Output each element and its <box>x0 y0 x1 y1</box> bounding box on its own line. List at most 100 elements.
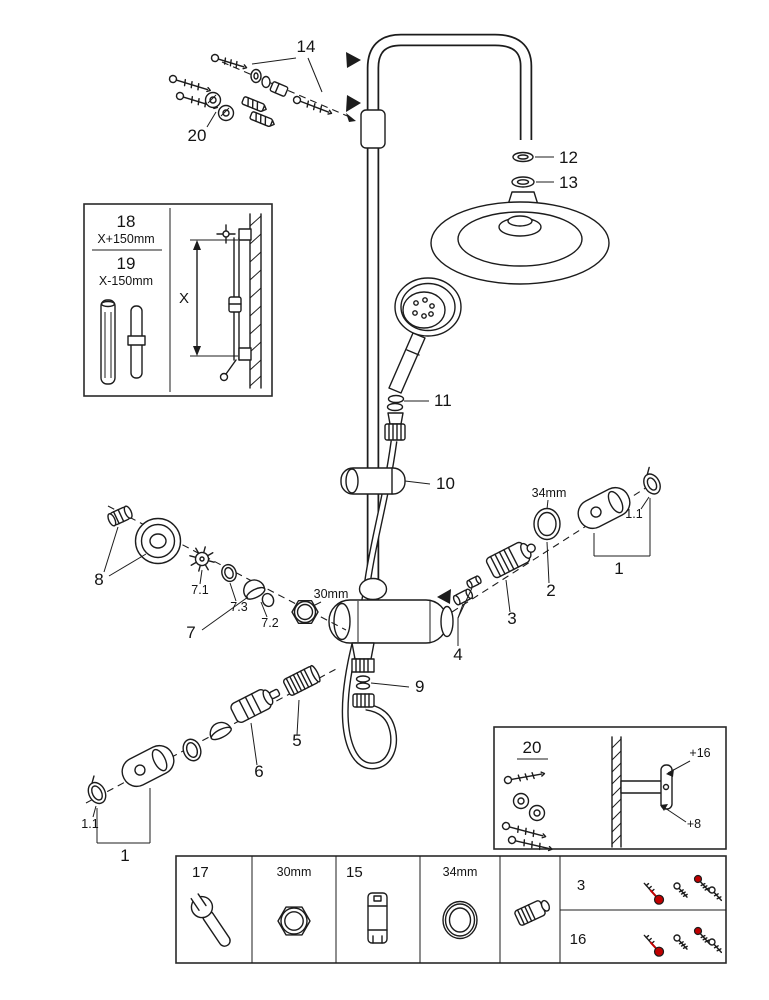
pipe-tee-collar <box>360 109 386 149</box>
thermometer-icon <box>643 934 665 957</box>
nut-30mm <box>291 600 319 624</box>
part-3-label: 3 <box>507 609 516 628</box>
part-12-ring: 12 <box>512 148 578 167</box>
part-6-label: 6 <box>254 762 263 781</box>
screw-icon <box>507 835 553 852</box>
valve-top-connector <box>358 577 388 601</box>
part-2-label: 2 <box>546 581 555 600</box>
part-5-bushing <box>282 664 321 696</box>
screw-icon <box>673 882 688 898</box>
sleeve-icon <box>269 81 289 97</box>
part-7-3-label: 7.3 <box>230 600 247 614</box>
right-train: 4 3 34mm 2 <box>437 466 661 664</box>
part-14-group: 14 <box>210 37 356 122</box>
screw-icon <box>168 74 211 93</box>
variant-tube-19 <box>127 305 146 379</box>
part-8-fitting <box>107 505 133 527</box>
washer-icon <box>512 792 530 810</box>
part-11-label: 11 <box>434 391 452 410</box>
wall-plug-icon <box>249 111 275 128</box>
wall-plug-icon <box>241 96 267 113</box>
washer-icon <box>528 804 546 822</box>
part-14-label: 14 <box>297 37 316 56</box>
lower-left-train: 1.1 1 6 <box>81 664 339 865</box>
part-1-body <box>577 486 631 530</box>
part-10-slider: 10 <box>340 467 455 495</box>
size-34-label: 34mm <box>532 486 567 500</box>
part-7-1-label: 7.1 <box>191 583 208 597</box>
part-7-1-star <box>189 546 215 572</box>
thermometer-icon <box>643 882 665 905</box>
part-13-ring: 13 <box>511 173 578 192</box>
offset-8-label: +8 <box>687 817 701 831</box>
tool-17-label: 17 <box>192 864 209 881</box>
part-13-label: 13 <box>559 173 578 192</box>
riser-arm-pipe <box>366 33 533 600</box>
assembly-arrow-valve-icon <box>437 589 451 604</box>
size-30-table-label: 30mm <box>277 865 312 879</box>
part-2-ring <box>533 507 561 541</box>
variant-tube-18 <box>100 299 116 385</box>
oring-icon <box>261 75 271 89</box>
shower-hose <box>341 440 398 770</box>
hand-shower <box>388 277 462 394</box>
part-19-label: 19 <box>117 254 136 273</box>
part-7-label: 7 <box>186 623 195 642</box>
size-34-table-label: 34mm <box>443 865 478 879</box>
part-18-label: 18 <box>117 212 136 231</box>
assembly-arrow-top-icon <box>346 52 361 68</box>
mounting-tool-icon <box>367 892 388 944</box>
seal-ring <box>182 738 202 762</box>
x-dimension-arrow: X <box>179 239 238 357</box>
screw-icon <box>693 874 711 893</box>
part-20-top-group: 20 <box>168 74 275 145</box>
dim-18-label: X+150mm <box>97 232 154 246</box>
part-1-1-cap <box>643 466 661 495</box>
row-16-label: 16 <box>570 931 587 948</box>
part-6-cartridge <box>230 688 281 723</box>
part-9-label: 9 <box>415 677 424 696</box>
part-4-piece <box>452 588 474 606</box>
washer-icon <box>204 91 222 109</box>
wrench-icon <box>189 891 231 947</box>
dim-19-label: X-150mm <box>99 274 153 288</box>
rail-foot <box>620 764 673 810</box>
hose-connector-nut <box>384 412 406 441</box>
screw-icon <box>501 821 547 839</box>
dome-cap <box>209 721 232 741</box>
check-valve-icon <box>514 899 551 926</box>
hose-nut <box>352 693 375 708</box>
part-1-right-label: 1 <box>614 559 623 578</box>
part-1-left-label: 1 <box>120 846 129 865</box>
screw-icon <box>503 771 546 785</box>
slide-rail <box>216 224 252 382</box>
part-8-label: 8 <box>94 570 103 589</box>
row-3-label: 3 <box>577 877 585 894</box>
part-1-1-cap <box>87 775 107 805</box>
x-axis-label: X <box>179 290 189 307</box>
offset-16-label: +16 <box>689 746 710 760</box>
part-1-1-left-label: 1.1 <box>81 817 98 831</box>
part-5-label: 5 <box>292 731 301 750</box>
part-1-body <box>121 744 175 788</box>
part-7-3-ring <box>221 563 237 583</box>
thermostat-valve-body <box>328 599 454 644</box>
valve-bottom-outlet <box>351 642 375 673</box>
part-1-1-right-label: 1.1 <box>625 507 642 521</box>
shower-head <box>430 191 610 285</box>
part-4-label: 4 <box>453 645 462 664</box>
part-12-label: 12 <box>559 148 578 167</box>
wall-section <box>611 736 622 848</box>
ring-nut-icon <box>442 900 478 940</box>
part-11-rings: 11 <box>386 391 452 412</box>
part-10-label: 10 <box>436 474 455 493</box>
screw-icon <box>693 926 711 945</box>
part-4-piece <box>466 575 482 589</box>
assembly-arrow-bottom-icon <box>346 95 361 112</box>
hex-nut-icon <box>277 906 311 936</box>
screw-icon <box>210 53 248 70</box>
size-30-label: 30mm <box>314 587 349 601</box>
left-train: 8 7.1 7.3 7.2 7 <box>94 505 348 642</box>
